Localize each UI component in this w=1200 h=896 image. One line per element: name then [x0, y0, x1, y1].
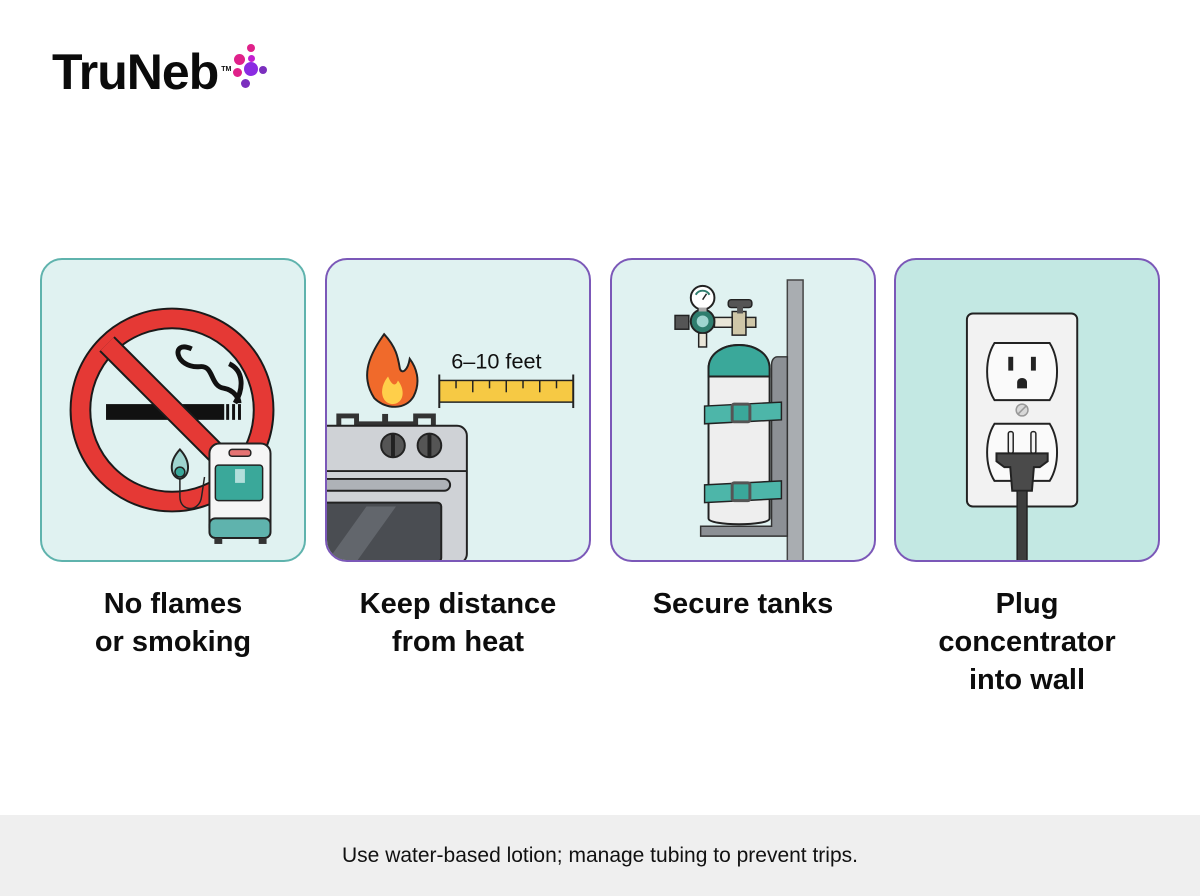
stove-flame-icon: 6–10 feet: [327, 332, 575, 560]
svg-text:6–10 feet: 6–10 feet: [451, 349, 541, 374]
logo-dots-icon: [233, 44, 268, 92]
caption-line: No flames: [103, 588, 243, 620]
no-smoking-icon: [69, 307, 275, 544]
caption-wall-plug: Plug concentrator into wall: [894, 585, 1160, 699]
caption-no-flames: No flames or smoking: [40, 585, 306, 661]
caption-line: Plug: [995, 588, 1059, 620]
caption-line: or smoking: [94, 626, 252, 658]
oxygen-tank-icon: [674, 279, 804, 560]
card-distance-heat: 6–10 feet: [325, 258, 591, 562]
footer-tip-text: Use water-based lotion; manage tubing to…: [342, 843, 858, 867]
logo-trademark: TM: [221, 66, 232, 73]
caption-line: from heat: [391, 626, 525, 658]
caption-line: into wall: [969, 664, 1085, 696]
caption-line: Keep distance: [359, 588, 557, 620]
logo-text: TruNeb: [52, 44, 219, 100]
caption-line: concentrator: [938, 626, 1116, 658]
caption-distance-heat: Keep distance from heat: [325, 585, 591, 661]
footer-banner: Use water-based lotion; manage tubing to…: [0, 815, 1200, 896]
wall-outlet-icon: [965, 312, 1079, 560]
truneb-logo: TruNeb TM: [52, 44, 268, 100]
caption-line: Secure tanks: [652, 588, 834, 620]
caption-secure-tanks: Secure tanks: [610, 585, 876, 623]
card-secure-tanks: [610, 258, 876, 562]
safety-cards: 6–10 feet: [40, 258, 1160, 562]
card-wall-plug: [894, 258, 1160, 562]
card-no-flames: [40, 258, 306, 562]
